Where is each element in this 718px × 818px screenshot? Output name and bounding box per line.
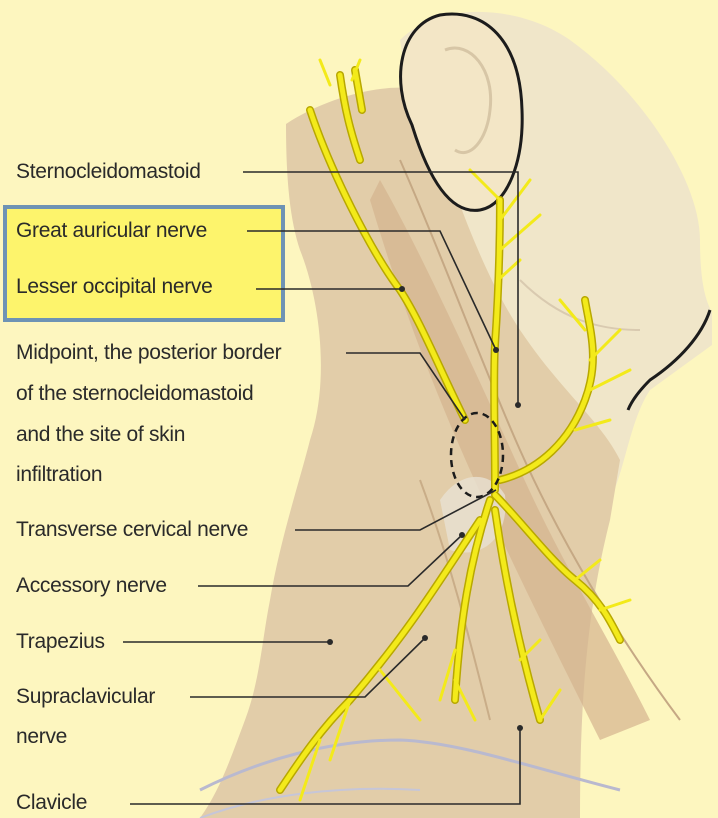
label-sternocleidomastoid: Sternocleidomastoid <box>16 157 201 187</box>
label-clavicle: Clavicle <box>16 788 87 818</box>
label-supraclavicular-line-1: Supraclavicular <box>16 682 155 712</box>
label-accessory-nerve: Accessory nerve <box>16 571 167 601</box>
label-midpoint-line-3: and the site of skin <box>16 420 185 450</box>
label-midpoint-line-4: infiltration <box>16 460 102 490</box>
label-trapezius: Trapezius <box>16 627 105 657</box>
label-midpoint-line-2: of the sternocleidomastoid <box>16 379 253 409</box>
label-lesser-occipital-nerve: Lesser occipital nerve <box>16 272 213 302</box>
label-great-auricular-nerve: Great auricular nerve <box>16 216 207 246</box>
label-transverse-cervical-nerve: Transverse cervical nerve <box>16 515 248 545</box>
label-midpoint-line-1: Midpoint, the posterior border <box>16 338 281 368</box>
label-supraclavicular-line-2: nerve <box>16 722 67 752</box>
